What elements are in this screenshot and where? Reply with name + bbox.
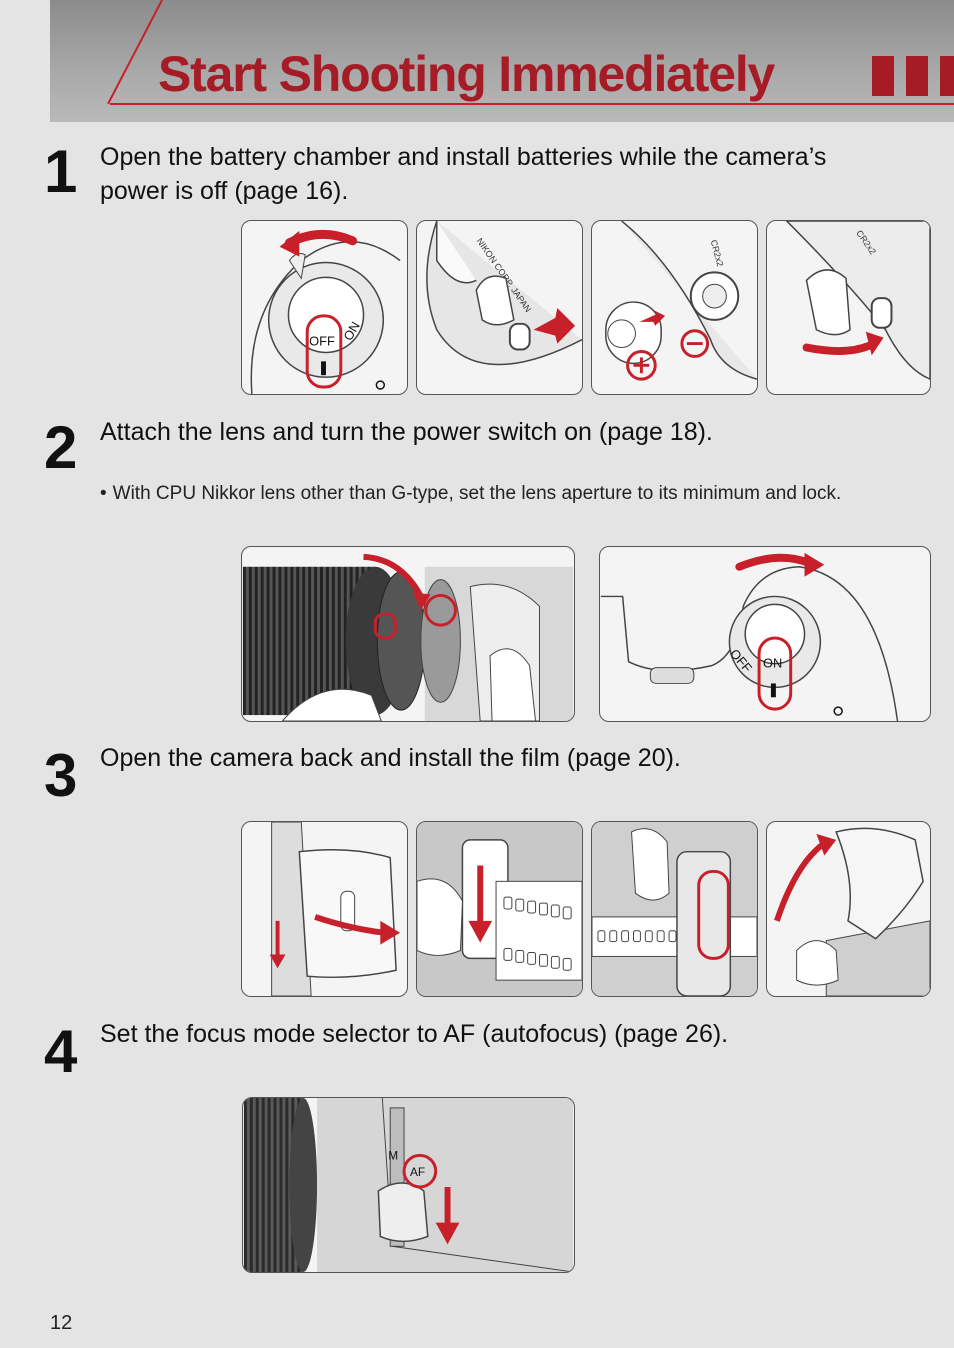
step-2-text: Attach the lens and turn the power switc… (100, 418, 713, 446)
step-3-number: 3 (44, 742, 77, 809)
af-label: AF (410, 1165, 425, 1179)
step-1-panel-open-cover: NIKON CORP. JAPAN (416, 220, 583, 395)
off-label: OFF (309, 334, 335, 349)
step-4-text: Set the focus mode selector to AF (autof… (100, 1020, 729, 1048)
step-2-note: •With CPU Nikkor lens other than G-type,… (100, 480, 860, 508)
step-3-panel-open-back (241, 821, 408, 997)
step-1-panel-close-cover: CR2x2 (766, 220, 931, 395)
step-2-number: 2 (44, 414, 77, 481)
step-1-panel-power-dial: OFF ON (241, 220, 408, 395)
step-2-note-text: With CPU Nikkor lens other than G-type, … (112, 483, 842, 504)
svg-text:CR2x2: CR2x2 (709, 239, 726, 268)
step-4-number: 4 (44, 1018, 77, 1085)
step-3-text: Open the camera back and install the fil… (100, 744, 681, 772)
step-3-panel-close-back (766, 821, 931, 997)
header-banner: Start Shooting Immediately (50, 0, 954, 122)
note-bullet: • (100, 483, 107, 504)
banner-rule (110, 103, 954, 105)
svg-text:ON: ON (763, 656, 782, 671)
step-3-panel-film-leader (591, 821, 758, 997)
step-4-panel-focus-selector: M AF (242, 1097, 575, 1273)
page-number: 12 (50, 1312, 73, 1334)
page-title: Start Shooting Immediately (158, 46, 775, 102)
m-label: M (388, 1148, 398, 1162)
step-1-number: 1 (44, 138, 77, 205)
banner-decoration (107, 0, 163, 105)
step-1-text: Open the battery chamber and install bat… (100, 143, 827, 205)
step-3-panel-insert-film (416, 821, 583, 997)
step-1-panel-insert-batteries: CR2x2 (591, 220, 758, 395)
step-2-panel-attach-lens (241, 546, 575, 722)
step-2-panel-power-on: OFF ON (599, 546, 931, 722)
